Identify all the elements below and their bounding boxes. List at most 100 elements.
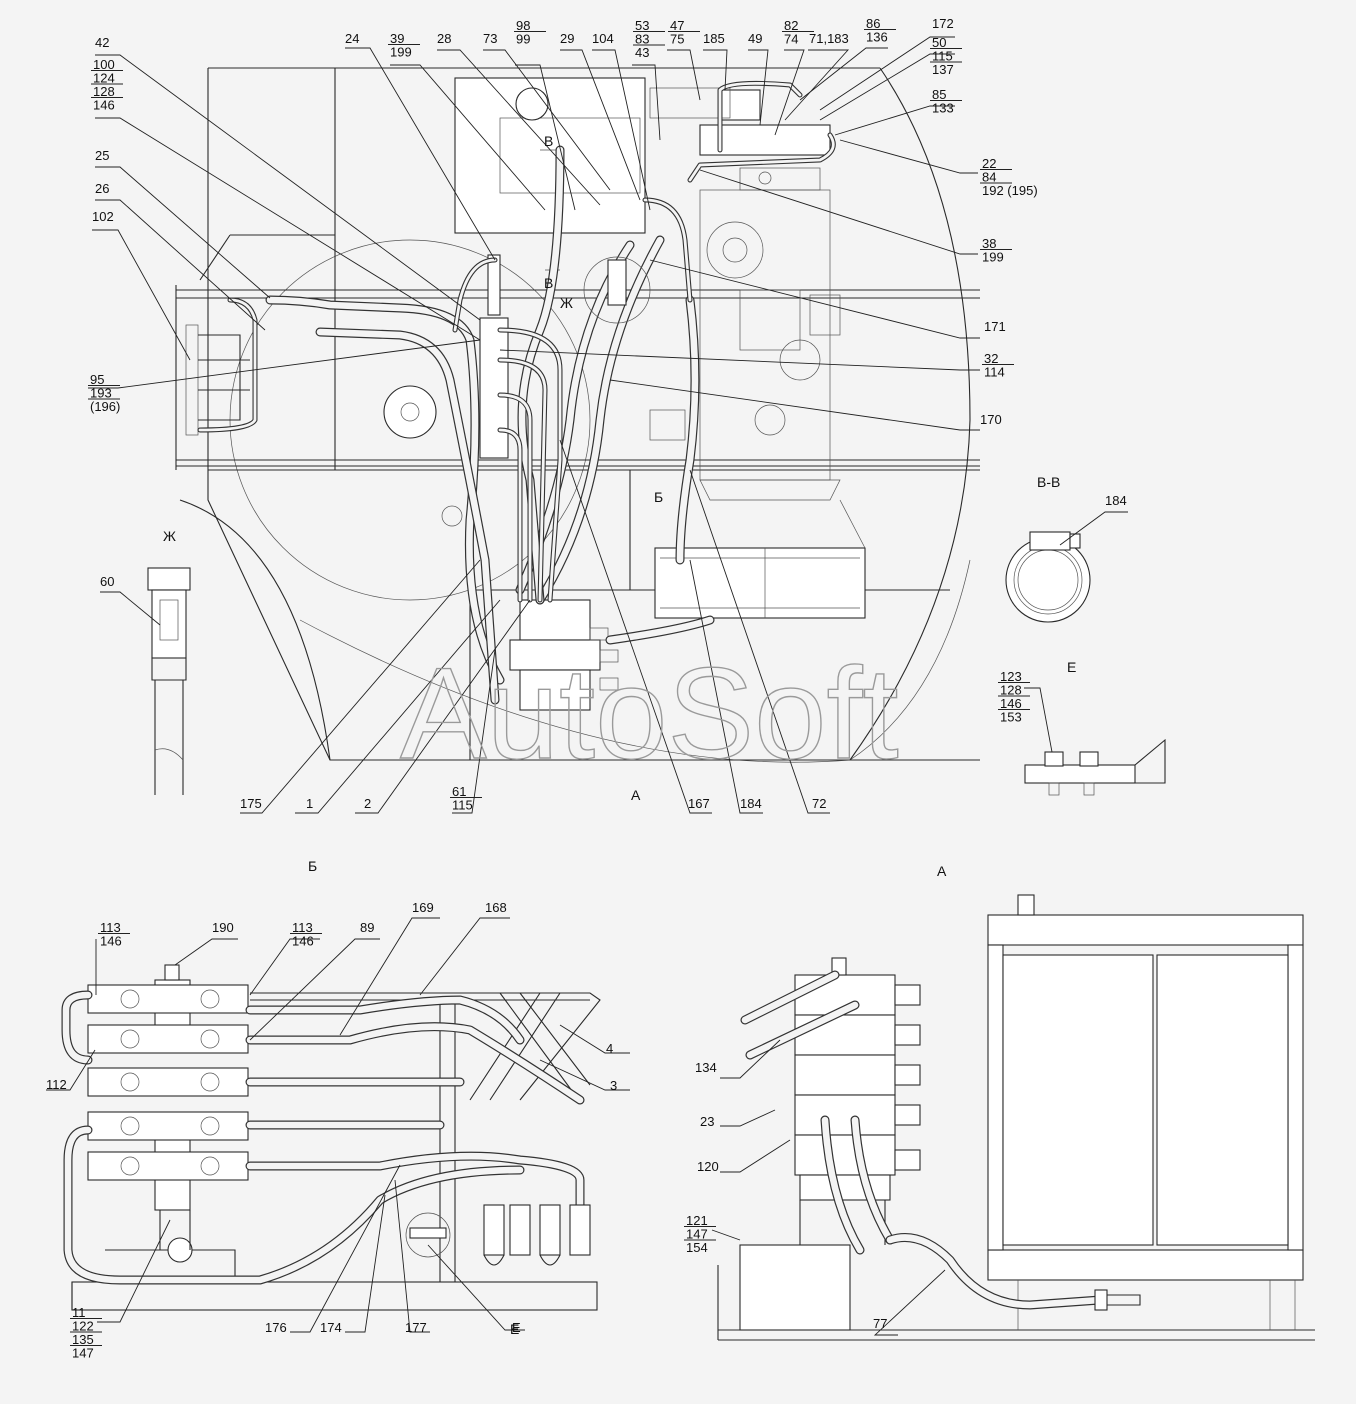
callout-c4-line-0: 4	[606, 1041, 613, 1056]
callout-c53-line-2: 43	[635, 45, 649, 60]
callout-c50-line-1: 115	[932, 49, 953, 64]
callout-c95-line-2: (196)	[90, 399, 120, 414]
callout-c11-line-0: 11	[72, 1305, 86, 1320]
main-view-hoses	[197, 80, 836, 705]
view-title-a: А	[937, 863, 947, 879]
callout-c100-line-2: 128	[93, 84, 115, 99]
callout-c100-line-1: 124	[93, 71, 115, 86]
callout-c184a-line-0: 184	[1105, 493, 1127, 508]
callout-c53-line-0: 53	[635, 18, 649, 33]
callout-c73-line-0: 73	[483, 31, 497, 46]
callout-c175-line-0: 175	[240, 796, 262, 811]
callout-c100-line-3: 146	[93, 98, 115, 113]
callout-c47-line-0: 47	[670, 18, 684, 33]
callout-c50-line-2: 137	[932, 62, 954, 77]
callout-c123-line-1: 128	[1000, 683, 1022, 698]
callout-c113a-line-0: 113	[100, 920, 121, 935]
callout-c89-line-0: 89	[360, 920, 374, 935]
callout-c100-line-0: 100	[93, 57, 115, 72]
callout-c85-line-1: 133	[932, 101, 954, 116]
callout-c2-line-0: 2	[364, 796, 371, 811]
callout-c3-line-0: 3	[610, 1078, 617, 1093]
callout-c123-line-2: 146	[1000, 696, 1022, 711]
callout-c24-line-0: 24	[345, 31, 359, 46]
section-mark-v-bottom: В	[544, 275, 553, 291]
view-title-vv: В-В	[1037, 474, 1060, 490]
callout-c61-line-0: 61	[452, 784, 466, 799]
callout-c85-line-0: 85	[932, 87, 946, 102]
view-title-zh: Ж	[163, 528, 176, 544]
callout-c71-line-0: 71,183	[809, 31, 849, 46]
callout-c32-line-1: 114	[984, 365, 1005, 380]
callout-c98-line-1: 99	[516, 32, 530, 47]
callout-c22-line-1: 84	[982, 170, 996, 185]
callout-c25-line-0: 25	[95, 148, 109, 163]
callout-c172-line-0: 172	[932, 16, 954, 31]
callout-c53-line-1: 83	[635, 32, 649, 47]
callout-c134-line-0: 134	[695, 1060, 717, 1075]
callout-c39-line-1: 199	[390, 45, 412, 60]
callout-c49-line-0: 49	[748, 31, 762, 46]
callout-c22-line-2: 192 (195)	[982, 183, 1038, 198]
detail-mark-e: Е	[510, 1321, 519, 1337]
callout-c190-line-0: 190	[212, 920, 234, 935]
callout-c123-line-0: 123	[1000, 669, 1022, 684]
callout-c98-line-0: 98	[516, 18, 530, 33]
callout-c61-line-1: 115	[452, 798, 473, 813]
callout-c23-line-0: 23	[700, 1114, 714, 1129]
callout-c39-line-0: 39	[390, 31, 404, 46]
callout-c38-line-1: 199	[982, 250, 1004, 265]
callout-c169-line-0: 169	[412, 900, 434, 915]
callout-c26-line-0: 26	[95, 181, 109, 196]
callout-c168-line-0: 168	[485, 900, 507, 915]
callout-c185-line-0: 185	[703, 31, 725, 46]
callout-c38-line-0: 38	[982, 236, 996, 251]
callout-c72-line-0: 72	[812, 796, 826, 811]
view-title-b: Б	[308, 858, 317, 874]
callout-c11-line-1: 122	[72, 1319, 94, 1334]
detail-e-bolted-joint	[1024, 738, 1166, 796]
callout-c121-line-1: 147	[686, 1227, 708, 1242]
callout-c113b-line-1: 146	[292, 934, 314, 949]
callout-c120-line-0: 120	[697, 1159, 719, 1174]
callout-c123-line-3: 153	[1000, 710, 1022, 725]
callout-c86-line-1: 136	[866, 30, 888, 45]
callout-c113a-line-1: 146	[100, 934, 122, 949]
callout-c11-line-2: 135	[72, 1332, 94, 1347]
callout-c11-line-3: 147	[72, 1346, 94, 1361]
section-mark-v-top: В	[544, 133, 553, 149]
callout-c32-line-0: 32	[984, 351, 998, 366]
view-a-radiator-assembly	[717, 894, 1315, 1341]
detail-vv-clamp	[1005, 531, 1091, 623]
callout-c121-line-2: 154	[686, 1240, 708, 1255]
view-b-valve-assembly	[61, 964, 601, 1311]
callout-c1-line-0: 1	[306, 796, 313, 811]
view-mark-b: Б	[654, 489, 663, 505]
view-mark-a: А	[631, 787, 641, 803]
callout-c95-line-1: 193	[90, 386, 112, 401]
callout-c184b-line-0: 184	[740, 796, 762, 811]
callout-c174-line-0: 174	[320, 1320, 342, 1335]
callout-c167-line-0: 167	[688, 796, 710, 811]
callout-c50-line-0: 50	[932, 35, 946, 50]
callout-c171-line-0: 171	[984, 319, 1006, 334]
callout-c104-line-0: 104	[592, 31, 614, 46]
callout-c176-line-0: 176	[265, 1320, 287, 1335]
callout-c170-line-0: 170	[980, 412, 1002, 427]
detail-zh-fitting	[147, 567, 191, 795]
callout-c60-line-0: 60	[100, 574, 114, 589]
detail-mark-zh: Ж	[560, 295, 573, 311]
watermark: AutoSoft	[400, 640, 899, 786]
callout-c82-line-0: 82	[784, 18, 798, 33]
callout-c86-line-0: 86	[866, 16, 880, 31]
callout-c42-line-0: 42	[95, 35, 109, 50]
callout-c95-line-0: 95	[90, 372, 104, 387]
callout-c47-line-1: 75	[670, 32, 684, 47]
callout-c28-line-0: 28	[437, 31, 451, 46]
callout-c112-line-0: 112	[46, 1077, 67, 1092]
callout-c121-line-0: 121	[686, 1213, 708, 1228]
callout-c177-line-0: 177	[405, 1320, 427, 1335]
callout-leader-lines	[46, 36, 1128, 1336]
